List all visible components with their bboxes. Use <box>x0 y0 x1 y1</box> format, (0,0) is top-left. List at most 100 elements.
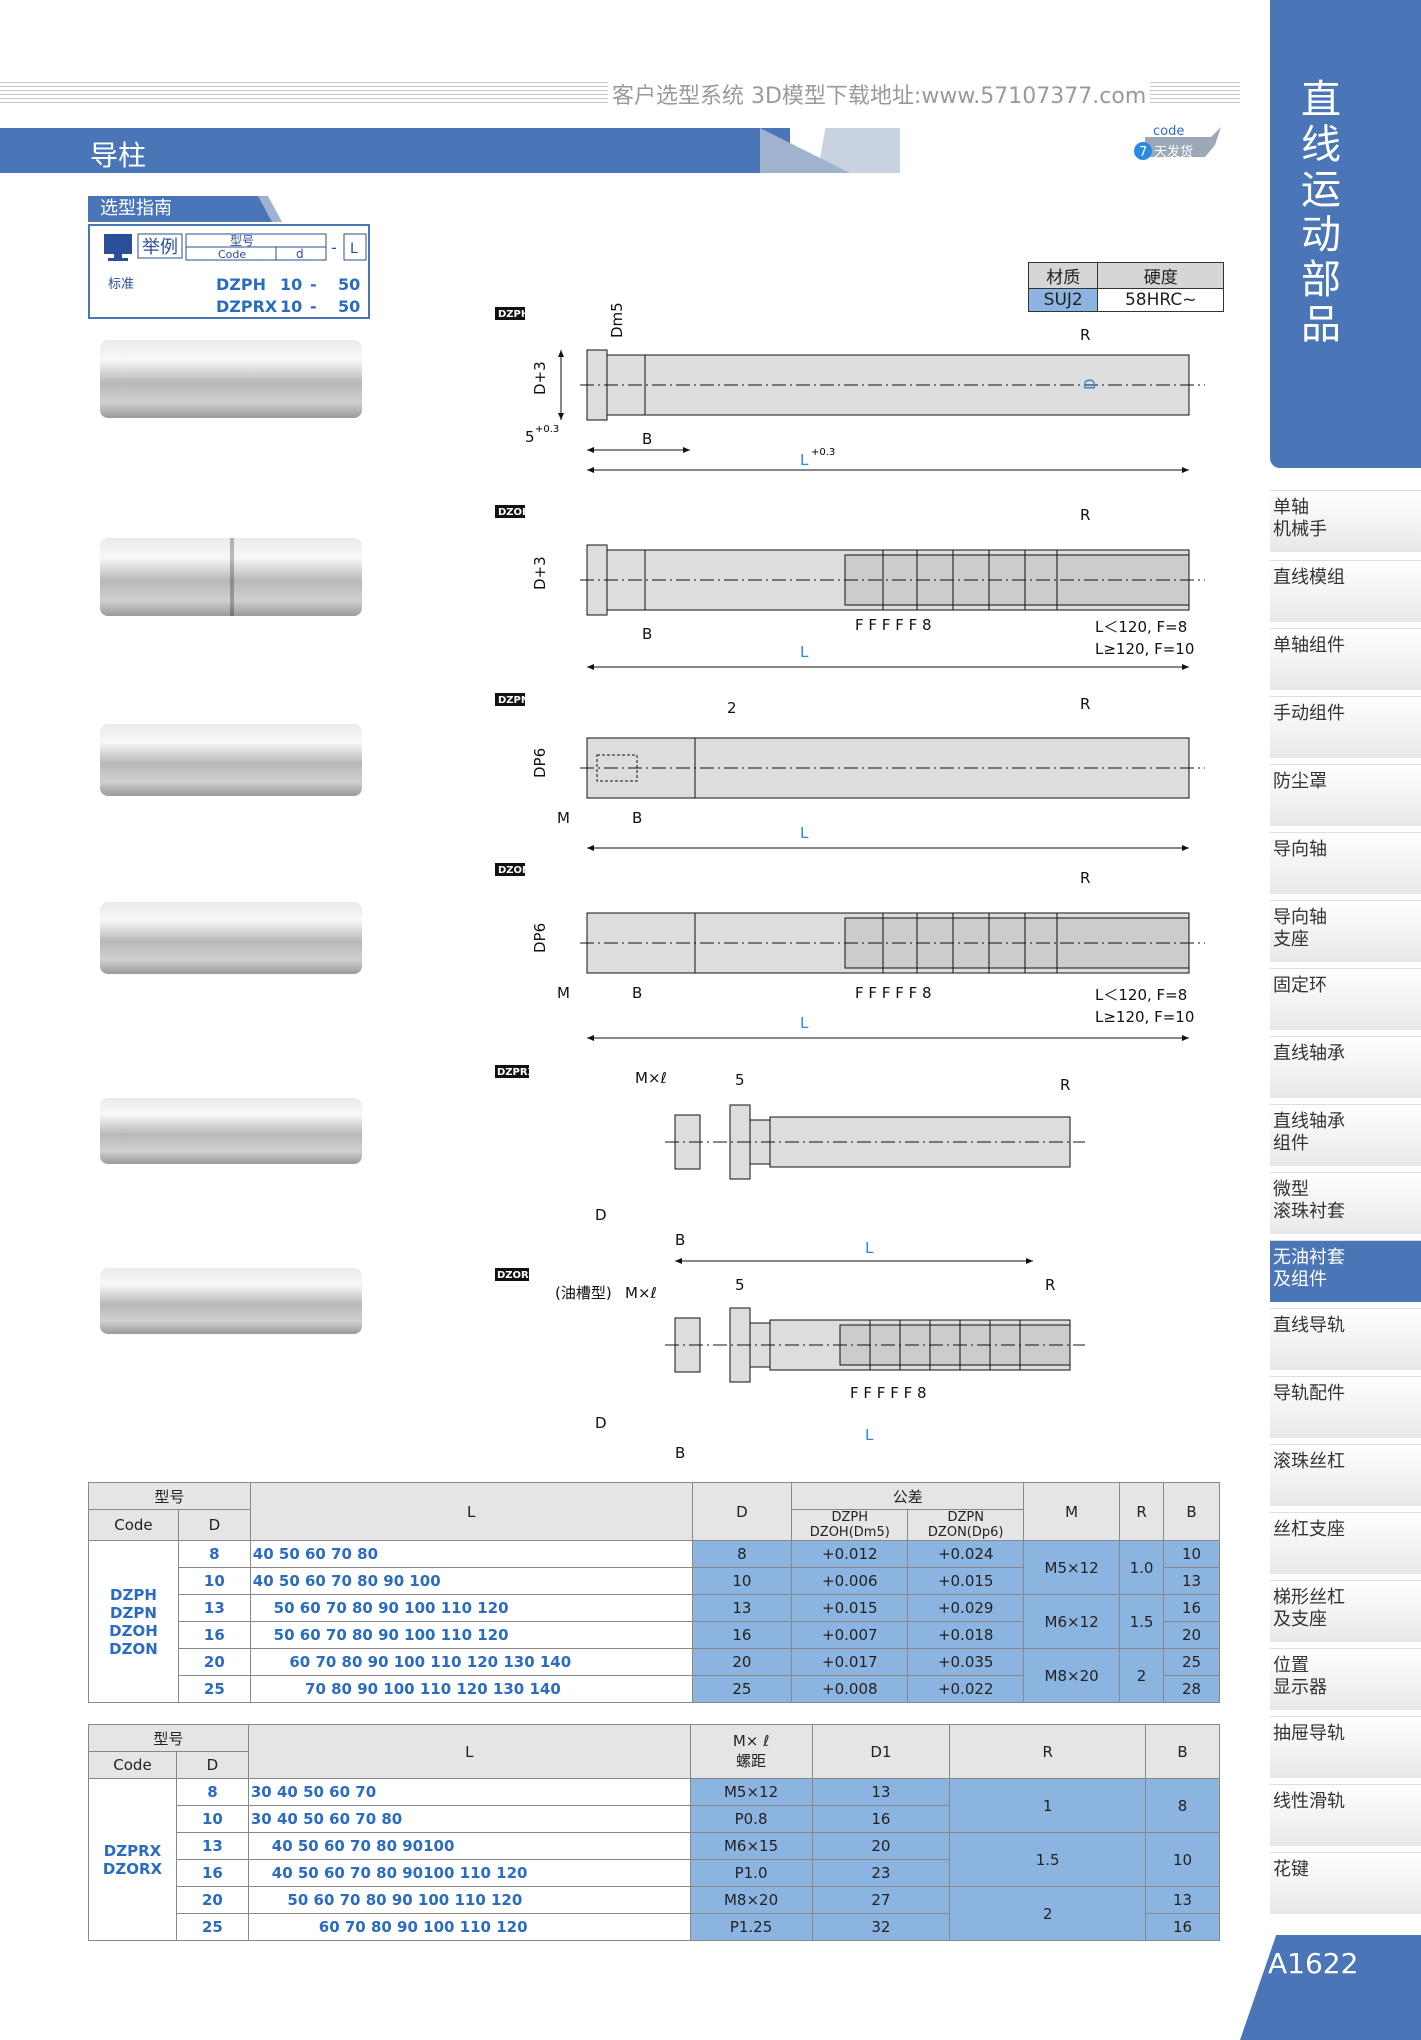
guide-row2-l: 50 <box>338 297 360 316</box>
t1-header-tol-dm5: DZPH DZOH(Dm5) <box>791 1509 909 1541</box>
sidebar-item-label: 直线轴承 组件 <box>1273 1111 1345 1154</box>
t2-lengths: 50 60 70 80 90 100 110 120 <box>247 1886 691 1914</box>
t1-codes: DZPH DZPN DZOH DZON <box>88 1540 179 1703</box>
t1-tol1: +0.007 <box>791 1621 909 1649</box>
title-bar <box>0 128 850 173</box>
t1-dval: 20 <box>691 1648 793 1676</box>
guide-row2-code: DZPRX <box>216 297 278 316</box>
t1-lengths: 70 80 90 100 110 120 130 140 <box>249 1675 693 1703</box>
t2-d1: 27 <box>811 1886 951 1914</box>
svg-text:R: R <box>1080 869 1090 887</box>
t1-header-l: L <box>249 1482 693 1541</box>
t2-header-l: L <box>247 1724 691 1779</box>
guide-type-label: 型号 <box>230 234 254 248</box>
t1-tol2: +0.015 <box>907 1567 1025 1595</box>
sidebar-item[interactable]: 滚珠丝杠 <box>1270 1444 1421 1506</box>
svg-text:5: 5 <box>525 428 535 446</box>
sidebar-item[interactable]: 导轨配件 <box>1270 1376 1421 1438</box>
t2-b: 10 <box>1145 1832 1220 1887</box>
drawing-dzpn: DZPN DP6 2 M B L R <box>495 693 1205 851</box>
svg-text:DP6: DP6 <box>531 923 549 953</box>
sidebar-item[interactable]: 直线轴承 <box>1270 1036 1421 1098</box>
t2-header-b: B <box>1145 1724 1220 1779</box>
svg-text:F F F F F 8: F F F F F 8 <box>855 984 932 1002</box>
sidebar-item-label: 单轴组件 <box>1273 635 1345 656</box>
t1-b: 25 <box>1163 1648 1220 1676</box>
t2-b: 16 <box>1145 1913 1220 1941</box>
sidebar-item[interactable]: 微型 滚珠衬套 <box>1270 1172 1421 1234</box>
dzoh-f-note-1: L＜120, F=8 <box>1095 618 1187 636</box>
t2-d1: 23 <box>811 1859 951 1887</box>
sidebar-item[interactable]: 单轴 机械手 <box>1270 490 1421 552</box>
spec-table-standard: 型号 L D 公差 M R B Code D DZPH DZOH(Dm5) DZ… <box>88 1482 1220 1703</box>
header-download-text[interactable]: 客户选型系统 3D模型下载地址:www.57107377.com <box>608 78 1151 110</box>
sidebar-item[interactable]: 单轴组件 <box>1270 628 1421 690</box>
t2-m: P1.25 <box>689 1913 813 1941</box>
svg-text:R: R <box>1060 1076 1070 1094</box>
t2-d: 20 <box>175 1886 249 1914</box>
t2-d1: 20 <box>811 1832 951 1860</box>
t1-dval: 13 <box>691 1594 793 1622</box>
svg-text:D+3: D+3 <box>531 361 549 395</box>
t1-header-type: 型号 <box>88 1482 251 1510</box>
sidebar-item[interactable]: 花键 <box>1270 1852 1421 1914</box>
hardness-header: 硬度 <box>1097 262 1224 289</box>
t2-lengths: 40 50 60 70 80 90100 <box>247 1832 691 1860</box>
sidebar-item[interactable]: 导向轴 支座 <box>1270 900 1421 962</box>
t1-r: 1.5 <box>1119 1594 1165 1649</box>
t2-d: 16 <box>175 1859 249 1887</box>
sidebar-item[interactable]: 导向轴 <box>1270 832 1421 894</box>
guide-header-tab <box>248 196 282 222</box>
svg-text:2: 2 <box>727 699 737 717</box>
sidebar-item-label: 导向轴 <box>1273 839 1327 860</box>
sidebar-item[interactable]: 丝杠支座 <box>1270 1512 1421 1574</box>
title-bar-accent-triangle <box>760 128 850 173</box>
svg-text:B: B <box>642 430 652 448</box>
sidebar-item[interactable]: 手动组件 <box>1270 696 1421 758</box>
svg-text:B: B <box>632 809 642 827</box>
t2-b: 8 <box>1145 1778 1220 1833</box>
sidebar-item[interactable]: 直线模组 <box>1270 560 1421 622</box>
hardness-value: 58HRC~ <box>1097 288 1224 312</box>
sidebar-item[interactable]: 位置 显示器 <box>1270 1648 1421 1710</box>
sidebar-item[interactable]: 无油衬套 及组件 <box>1270 1240 1421 1302</box>
sidebar-item[interactable]: 抽屉导轨 <box>1270 1716 1421 1778</box>
sidebar-item-label: 单轴 机械手 <box>1273 497 1327 540</box>
drawing-dzprx: DZPRX M×ℓ 5 R D B L <box>495 1065 1085 1264</box>
t1-r: 1.0 <box>1119 1540 1165 1595</box>
guide-example-label: 举例 <box>142 237 178 258</box>
sidebar-item[interactable]: 防尘罩 <box>1270 764 1421 826</box>
sidebar-item-label: 手动组件 <box>1273 703 1345 724</box>
svg-text:D+3: D+3 <box>531 556 549 590</box>
monitor-icon <box>104 234 132 254</box>
svg-text:R: R <box>1080 506 1090 524</box>
t1-lengths: 50 60 70 80 90 100 110 120 <box>249 1594 693 1622</box>
t1-b: 28 <box>1163 1675 1220 1703</box>
page-number: A1622 <box>1268 1947 1359 1980</box>
sidebar-item-label: 抽屉导轨 <box>1273 1723 1345 1744</box>
svg-text:D: D <box>595 1414 607 1432</box>
t1-m: M5×12 <box>1023 1540 1121 1595</box>
t1-tol2: +0.018 <box>907 1621 1025 1649</box>
sidebar-item[interactable]: 直线导轨 <box>1270 1308 1421 1370</box>
t2-b: 13 <box>1145 1886 1220 1914</box>
t1-tol1: +0.008 <box>791 1675 909 1703</box>
sidebar-item-label: 微型 滚珠衬套 <box>1273 1179 1345 1222</box>
svg-text:F F F F F 8: F F F F F 8 <box>850 1384 927 1402</box>
t2-m: P0.8 <box>689 1805 813 1833</box>
svg-text:M×ℓ: M×ℓ <box>635 1069 667 1087</box>
t1-tol2: +0.035 <box>907 1648 1025 1676</box>
sidebar-item-label: 防尘罩 <box>1273 771 1327 792</box>
t1-m: M8×20 <box>1023 1648 1121 1703</box>
sidebar-item[interactable]: 直线轴承 组件 <box>1270 1104 1421 1166</box>
sidebar-item-label: 导向轴 支座 <box>1273 907 1327 950</box>
sidebar-item[interactable]: 线性滑轨 <box>1270 1784 1421 1846</box>
sidebar-item[interactable]: 固定环 <box>1270 968 1421 1030</box>
sidebar-item[interactable]: 梯形丝杠 及支座 <box>1270 1580 1421 1642</box>
